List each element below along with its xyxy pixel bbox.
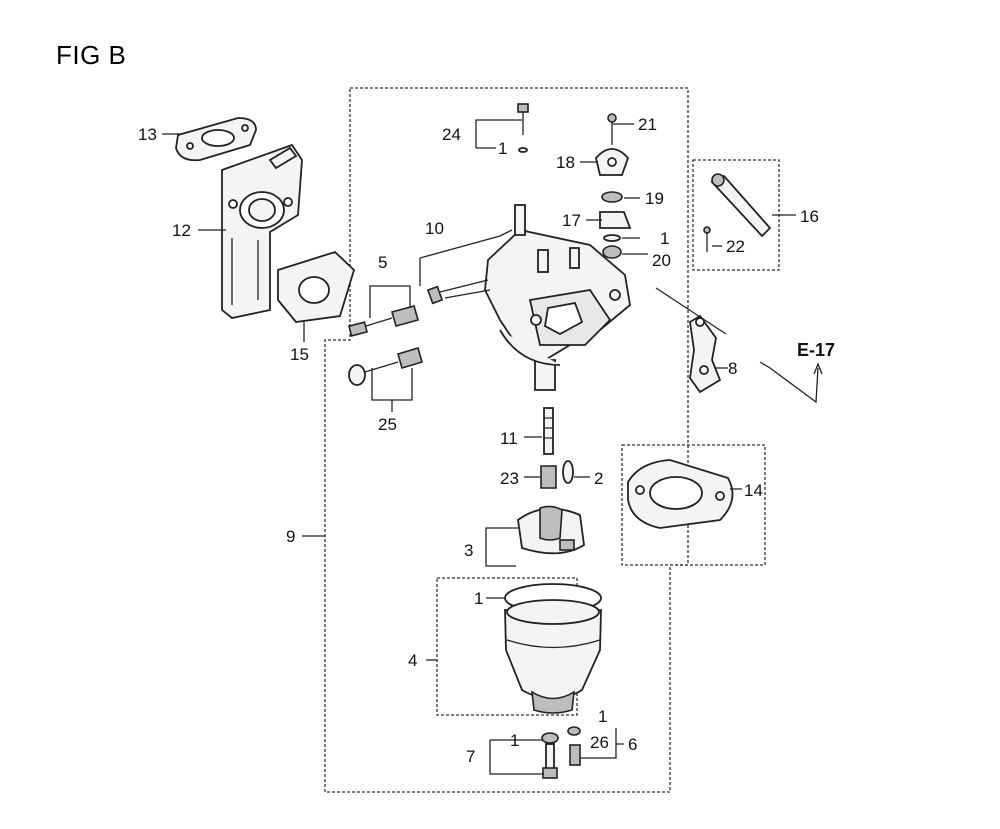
figure-title: FIG B: [56, 40, 127, 70]
bolt-7: [541, 732, 559, 779]
callout-3: 3: [464, 541, 473, 560]
screw-5: [347, 305, 419, 337]
callout-10: 10: [425, 219, 444, 238]
callout-12: 12: [172, 221, 191, 240]
bowl-4: [504, 583, 602, 714]
callout-21: 21: [638, 115, 657, 134]
callout-5: 5: [378, 253, 387, 272]
float-3: [517, 505, 585, 555]
insulator-bracket-12: [221, 143, 303, 319]
callout-11: 11: [500, 429, 518, 448]
callout-1-bolt: 1: [510, 731, 519, 750]
assembly-box-9: [324, 87, 689, 793]
screw-25: [348, 347, 423, 386]
leader-lines: [162, 119, 796, 775]
callout-1-valve: 1: [660, 229, 669, 248]
callout-e17: E-17: [797, 340, 835, 360]
callout-1-top: 1: [498, 139, 507, 158]
assembly-box-4: [436, 577, 578, 716]
part-8: [689, 314, 722, 394]
screw-26: [567, 726, 581, 766]
screw-10: [426, 279, 491, 305]
callout-9: 9: [286, 527, 295, 546]
callout-24: 24: [442, 125, 461, 144]
callout-15: 15: [290, 345, 309, 364]
callout-16: 16: [800, 207, 819, 226]
callout-20: 20: [652, 251, 671, 270]
callout-26: 26: [590, 733, 609, 752]
valve-stack: [599, 191, 632, 259]
callout-8: 8: [728, 359, 737, 378]
part-16: [703, 173, 772, 252]
callout-2: 2: [594, 469, 603, 488]
callout-13: 13: [138, 125, 157, 144]
callout-1-bowl: 1: [474, 589, 483, 608]
jet-23: [540, 465, 557, 489]
callout-19: 19: [645, 189, 664, 208]
cover-18: [595, 113, 630, 176]
callout-18: 18: [556, 153, 575, 172]
gasket-15: [277, 250, 356, 323]
gasket-13: [175, 117, 257, 162]
assembly-box-14: [621, 444, 766, 566]
gasket-14: [627, 459, 734, 529]
callout-23: 23: [500, 469, 519, 488]
spring-2: [562, 460, 574, 484]
e17-arrow: [769, 362, 823, 404]
callout-14: 14: [744, 481, 763, 500]
callout-25: 25: [378, 415, 397, 434]
callout-17: 17: [562, 211, 581, 230]
callout-1-screw: 1: [598, 707, 607, 726]
jet-11: [543, 407, 554, 455]
callout-6: 6: [628, 735, 637, 754]
callout-7: 7: [466, 747, 475, 766]
screw-24: [517, 103, 529, 153]
callout-4: 4: [408, 651, 417, 670]
callout-22: 22: [726, 237, 745, 256]
carburetor-body: [484, 204, 631, 391]
